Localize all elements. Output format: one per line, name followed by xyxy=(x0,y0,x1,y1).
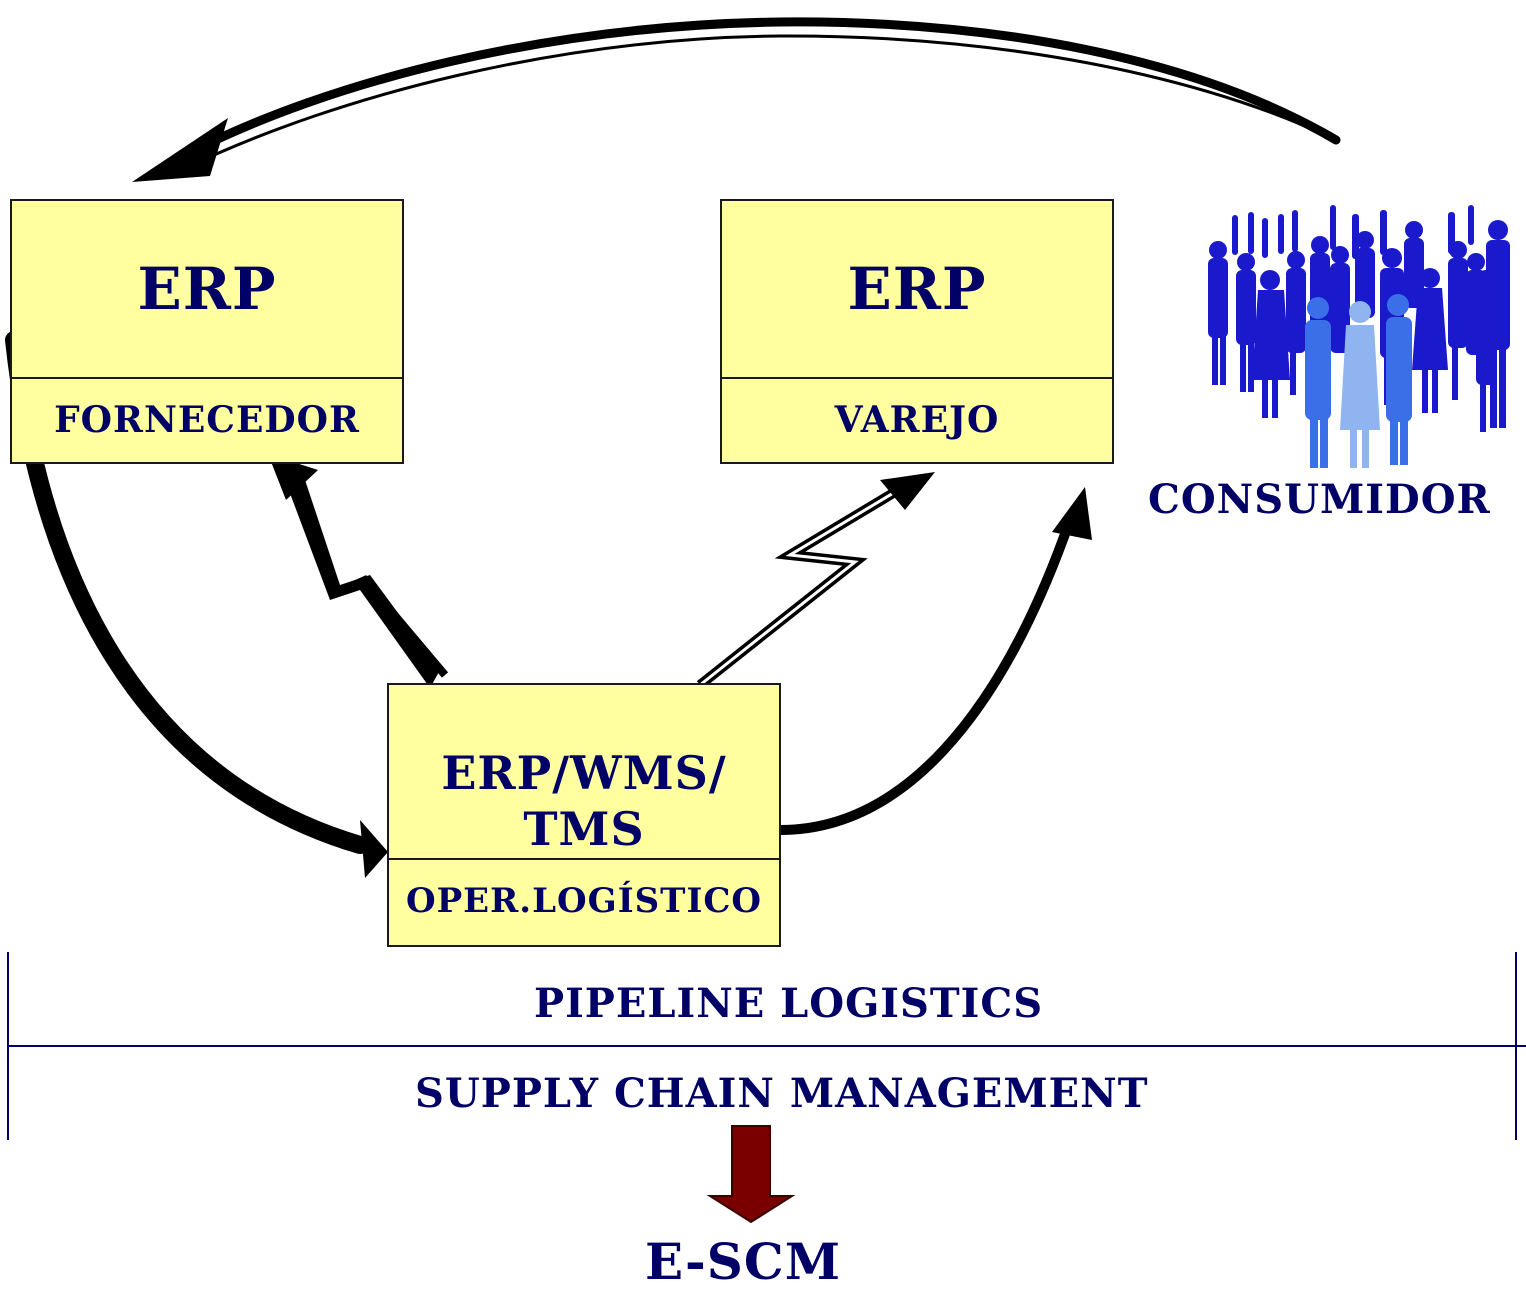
logistics-operator-box: ERP/WMS/ TMS OPER.LOGÍSTICO xyxy=(387,683,781,947)
supplier-label: FORNECEDOR xyxy=(54,398,360,441)
retail-label: VAREJO xyxy=(834,398,1000,441)
supply-chain-management-label: SUPPLY CHAIN MANAGEMENT xyxy=(415,1070,1149,1117)
people-crowd-icon xyxy=(1208,205,1510,468)
box-divider xyxy=(12,377,402,379)
info-arrow-operator-to-retail xyxy=(696,472,935,689)
supplier-erp-title: ERP xyxy=(137,255,277,323)
box-divider xyxy=(389,858,779,860)
result-down-arrow xyxy=(706,1125,796,1224)
operator-label: OPER.LOGÍSTICO xyxy=(405,880,763,921)
supplier-erp-box: ERP FORNECEDOR xyxy=(10,199,404,464)
retail-erp-box: ERP VAREJO xyxy=(720,199,1114,464)
pipeline-logistics-label: PIPELINE LOGISTICS xyxy=(534,980,1044,1027)
box-divider xyxy=(722,377,1112,379)
feedback-arrow-consumer-to-supplier xyxy=(132,17,1341,182)
retail-erp-title: ERP xyxy=(847,255,987,323)
flow-arrow-operator-to-retail xyxy=(775,487,1092,835)
operator-title-line1: ERP/WMS/ xyxy=(441,746,727,800)
info-arrow-operator-to-supplier xyxy=(268,454,449,688)
escm-label: E-SCM xyxy=(645,1232,842,1291)
operator-title-line2: TMS xyxy=(523,802,645,856)
band-lines xyxy=(7,952,1526,1140)
consumer-label: CONSUMIDOR xyxy=(1148,476,1491,523)
